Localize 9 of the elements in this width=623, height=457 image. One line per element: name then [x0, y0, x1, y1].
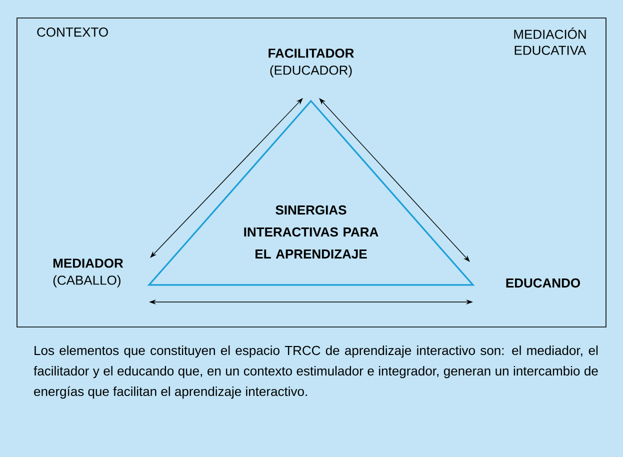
node-label: FACILITADOR (EDUCADOR) [268, 48, 354, 78]
caption: Los elementos que constituyen el espacio TRCC de aprendizaje interactivo son: el mediador, el facilitador y el educando que, en un contexto estimulador e integrador, generan un intercambio de energías que facilitan el aprendizaje interactivo. [34, 346, 598, 399]
region-label: CONTEXTO [37, 28, 108, 37]
region-label: MEDIACIÓN EDUCATIVA [514, 28, 586, 55]
triangle-label: SINERGIAS INTERACTIVAS PARA EL APRENDIZAJE [244, 205, 378, 259]
arrow [319, 98, 470, 262]
arrow [150, 98, 303, 258]
node-label: EDUCANDO [506, 278, 580, 288]
node-label: MEDIADOR (CABALLO) [53, 258, 124, 288]
